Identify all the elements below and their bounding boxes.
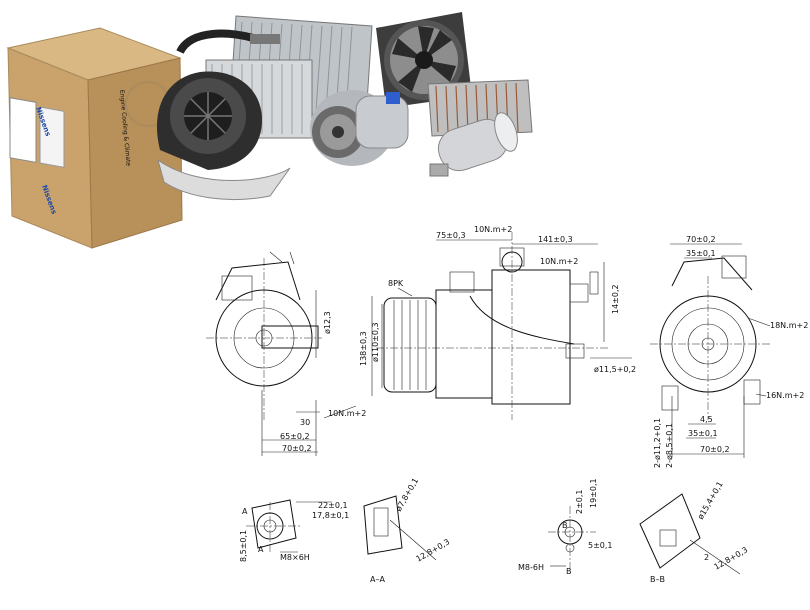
dim-30: 30 [300, 418, 310, 427]
dim-154: ø15,4+0,1 [696, 480, 725, 521]
view-left: ø12,3 30 65±0,2 70±0,2 10N.m+2 [206, 251, 366, 456]
torque-left: 10N.m+2 [328, 409, 366, 418]
dim-110: ø110±0,3 [371, 322, 380, 362]
dim-45: 4,5 [700, 415, 713, 424]
view-right: 70±0,2 35±0,1 4,5 35±0,1 70±0,2 2-ø11,2+… [650, 235, 808, 468]
dim-22: 22±0,1 [318, 501, 348, 510]
dim-70-left: 70±0,2 [282, 444, 312, 453]
dim-35-bottom: 35±0,1 [688, 429, 718, 438]
dim-70-right-bottom: 70±0,2 [700, 445, 730, 454]
dim-178: 17,8±0,1 [312, 511, 349, 520]
section-b-b: ø15,4+0,1 2 12,8+0,3 B–B [639, 480, 749, 584]
dim-2-b: 2±0,1 [575, 489, 584, 514]
torque-18: 18N.m+2 [770, 321, 808, 330]
label-a-top: A [242, 507, 248, 516]
detail-b: B B 19±0,1 2±0,1 5±0,1 M8-6H [518, 478, 613, 576]
dim-19: 19±0,1 [589, 478, 598, 508]
compressor-image [310, 90, 409, 166]
section-b-label: B–B [650, 575, 665, 584]
nissens-box: Nissens Nissens Engine Cooling & Climate [6, 27, 183, 249]
dim-54: 5±0,1 [588, 541, 613, 550]
dim-d123: ø12,3 [323, 311, 332, 334]
torque-16: 16N.m+2 [766, 391, 804, 400]
label-b-top: B [562, 521, 568, 530]
detail-a: A A 22±0,1 17,8±0,1 8,5±0,1 M8×6H [239, 499, 349, 562]
dim-2-bb: 2 [704, 553, 709, 562]
dim-115: ø11,5+0,2 [594, 365, 636, 374]
dim-2-112: 2-ø11,2+0,1 [653, 418, 662, 468]
belt-label: 8PK [388, 279, 404, 288]
dim-141: 141±0,3 [538, 235, 573, 244]
thread-b: M8-6H [518, 563, 544, 572]
section-a-label: A–A [370, 575, 385, 584]
dim-70-right-top: 70±0,2 [686, 235, 716, 244]
dim-138: 138±0,3 [359, 331, 368, 366]
dim-75: 75±0,3 [436, 231, 466, 240]
view-center: 75±0,3 141±0,3 10N.m+2 10N.m+2 14±0,2 ø1… [359, 225, 636, 420]
thread-a: M8×6H [280, 553, 310, 562]
dim-78: ø7,8+0,1 [394, 476, 420, 513]
dim-65: 65±0,2 [280, 432, 310, 441]
dim-35-top: 35±0,1 [686, 249, 716, 258]
receiver-drier-image [429, 112, 518, 177]
blower-motor-image [156, 71, 291, 201]
label-b-bottom: B [566, 567, 572, 576]
torque-right: 10N.m+2 [540, 257, 578, 266]
dim-128-a: 12,8+0,3 [415, 537, 452, 563]
torque-top: 10N.m+2 [474, 225, 512, 234]
label-a-bottom: A [258, 545, 264, 554]
dim-2-85: 2-ø8,5+0,1 [665, 423, 674, 468]
dim-14: 14±0,2 [611, 284, 620, 314]
section-a-a: ø7,8+0,1 12,8+0,3 A–A [363, 476, 452, 584]
dim-85: 8,5±0,1 [239, 530, 248, 562]
